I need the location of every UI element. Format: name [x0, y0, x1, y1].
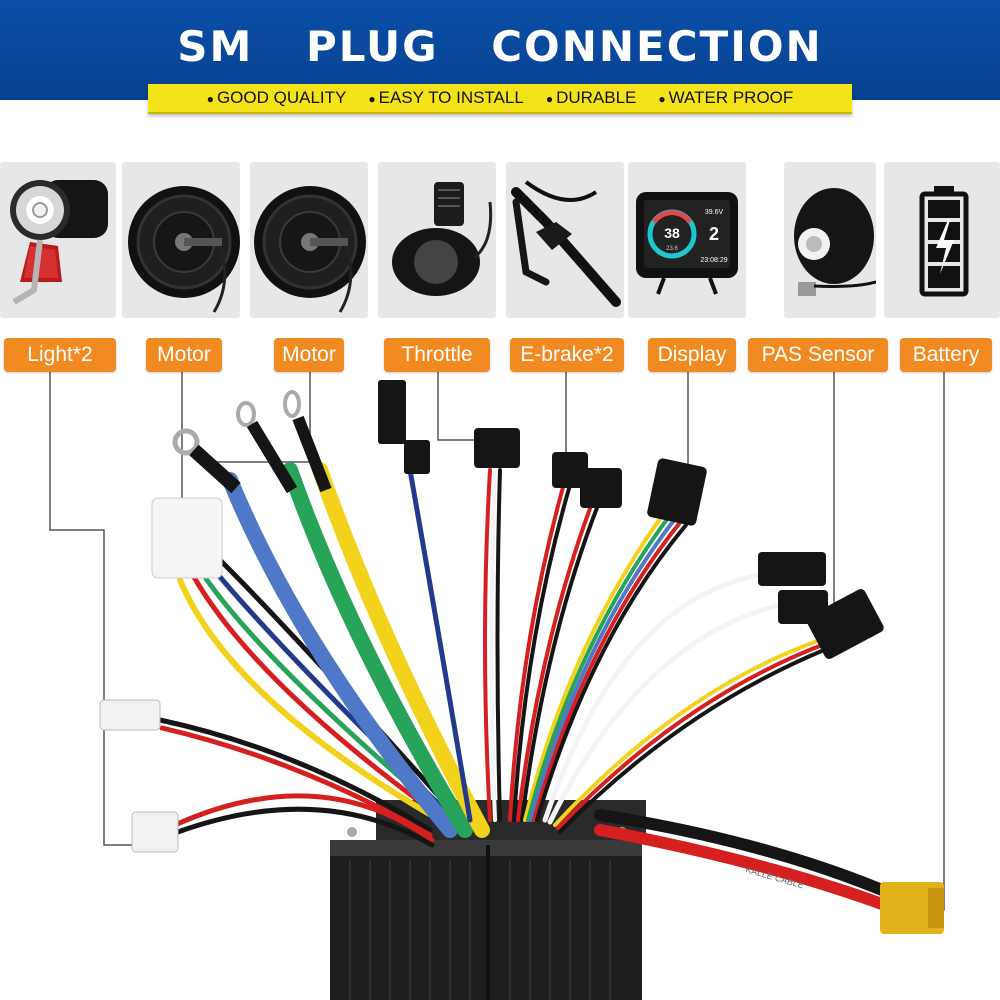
brake-lever-icon — [511, 180, 621, 307]
wiring-diagram: KALLE CABLE — [49, 372, 945, 1000]
label-display: Display — [648, 338, 736, 372]
pas-plug-1 — [758, 552, 826, 586]
feature-water-proof: ●WATER PROOF — [658, 88, 794, 107]
tile-motor-1 — [122, 162, 240, 318]
throttle-plug-body — [404, 440, 430, 474]
display-clock: 23:08:29 — [700, 257, 727, 264]
feature-durable: ●DURABLE — [545, 88, 637, 107]
light-plug-1 — [99, 699, 161, 731]
page-title: SM PLUG CONNECTION — [177, 22, 823, 71]
feature-easy-install: ●EASY TO INSTALL — [368, 88, 524, 107]
tile-ebrake — [506, 162, 624, 318]
ebrake-plug-2 — [580, 468, 622, 508]
label-battery: Battery — [900, 338, 992, 372]
pas-sensor-icon — [794, 188, 876, 296]
ebrake-plug-1 — [552, 452, 588, 488]
tile-display: 38 39.6V 2 23:08:29 23.6 — [628, 162, 746, 318]
thumb-throttle-icon — [392, 182, 493, 296]
display-speed: 38 — [664, 225, 680, 241]
hub-motor-icon — [254, 186, 366, 313]
label-light: Light*2 — [4, 338, 116, 372]
battery-xt60-plug — [880, 882, 944, 934]
hall-plug — [151, 497, 223, 579]
label-motor-2: Motor — [274, 338, 344, 372]
headlight-icon — [10, 180, 108, 305]
display-voltage: 39.6V — [705, 209, 724, 216]
pas-sensor-plug — [806, 589, 884, 659]
label-ebrake: E-brake*2 — [510, 338, 624, 372]
tile-motor-2 — [250, 162, 368, 318]
feature-good-quality: ●GOOD QUALITY — [206, 88, 347, 107]
battery-icon — [919, 186, 969, 297]
wires — [157, 462, 888, 910]
display-plug — [647, 458, 707, 526]
feature-bar: ●GOOD QUALITY ●EASY TO INSTALL ●DURABLE … — [148, 84, 852, 114]
display-odo: 23.6 — [666, 246, 678, 252]
display-level: 2 — [709, 224, 719, 244]
header-banner — [0, 0, 1000, 100]
tile-battery — [884, 162, 1000, 318]
hub-motor-icon — [128, 186, 240, 313]
throttle-plug — [474, 428, 520, 468]
throttle-plug-male — [378, 380, 406, 444]
label-throttle: Throttle — [384, 338, 490, 372]
label-motor-1: Motor — [146, 338, 222, 372]
tile-throttle — [378, 162, 496, 318]
tile-pas-sensor — [784, 162, 876, 318]
tile-light — [0, 162, 116, 318]
light-plug-2 — [131, 811, 179, 853]
motor-ring-terminals — [172, 390, 332, 494]
lcd-display-icon: 38 39.6V 2 23:08:29 23.6 — [636, 192, 738, 295]
label-pas-sensor: PAS Sensor — [748, 338, 888, 372]
